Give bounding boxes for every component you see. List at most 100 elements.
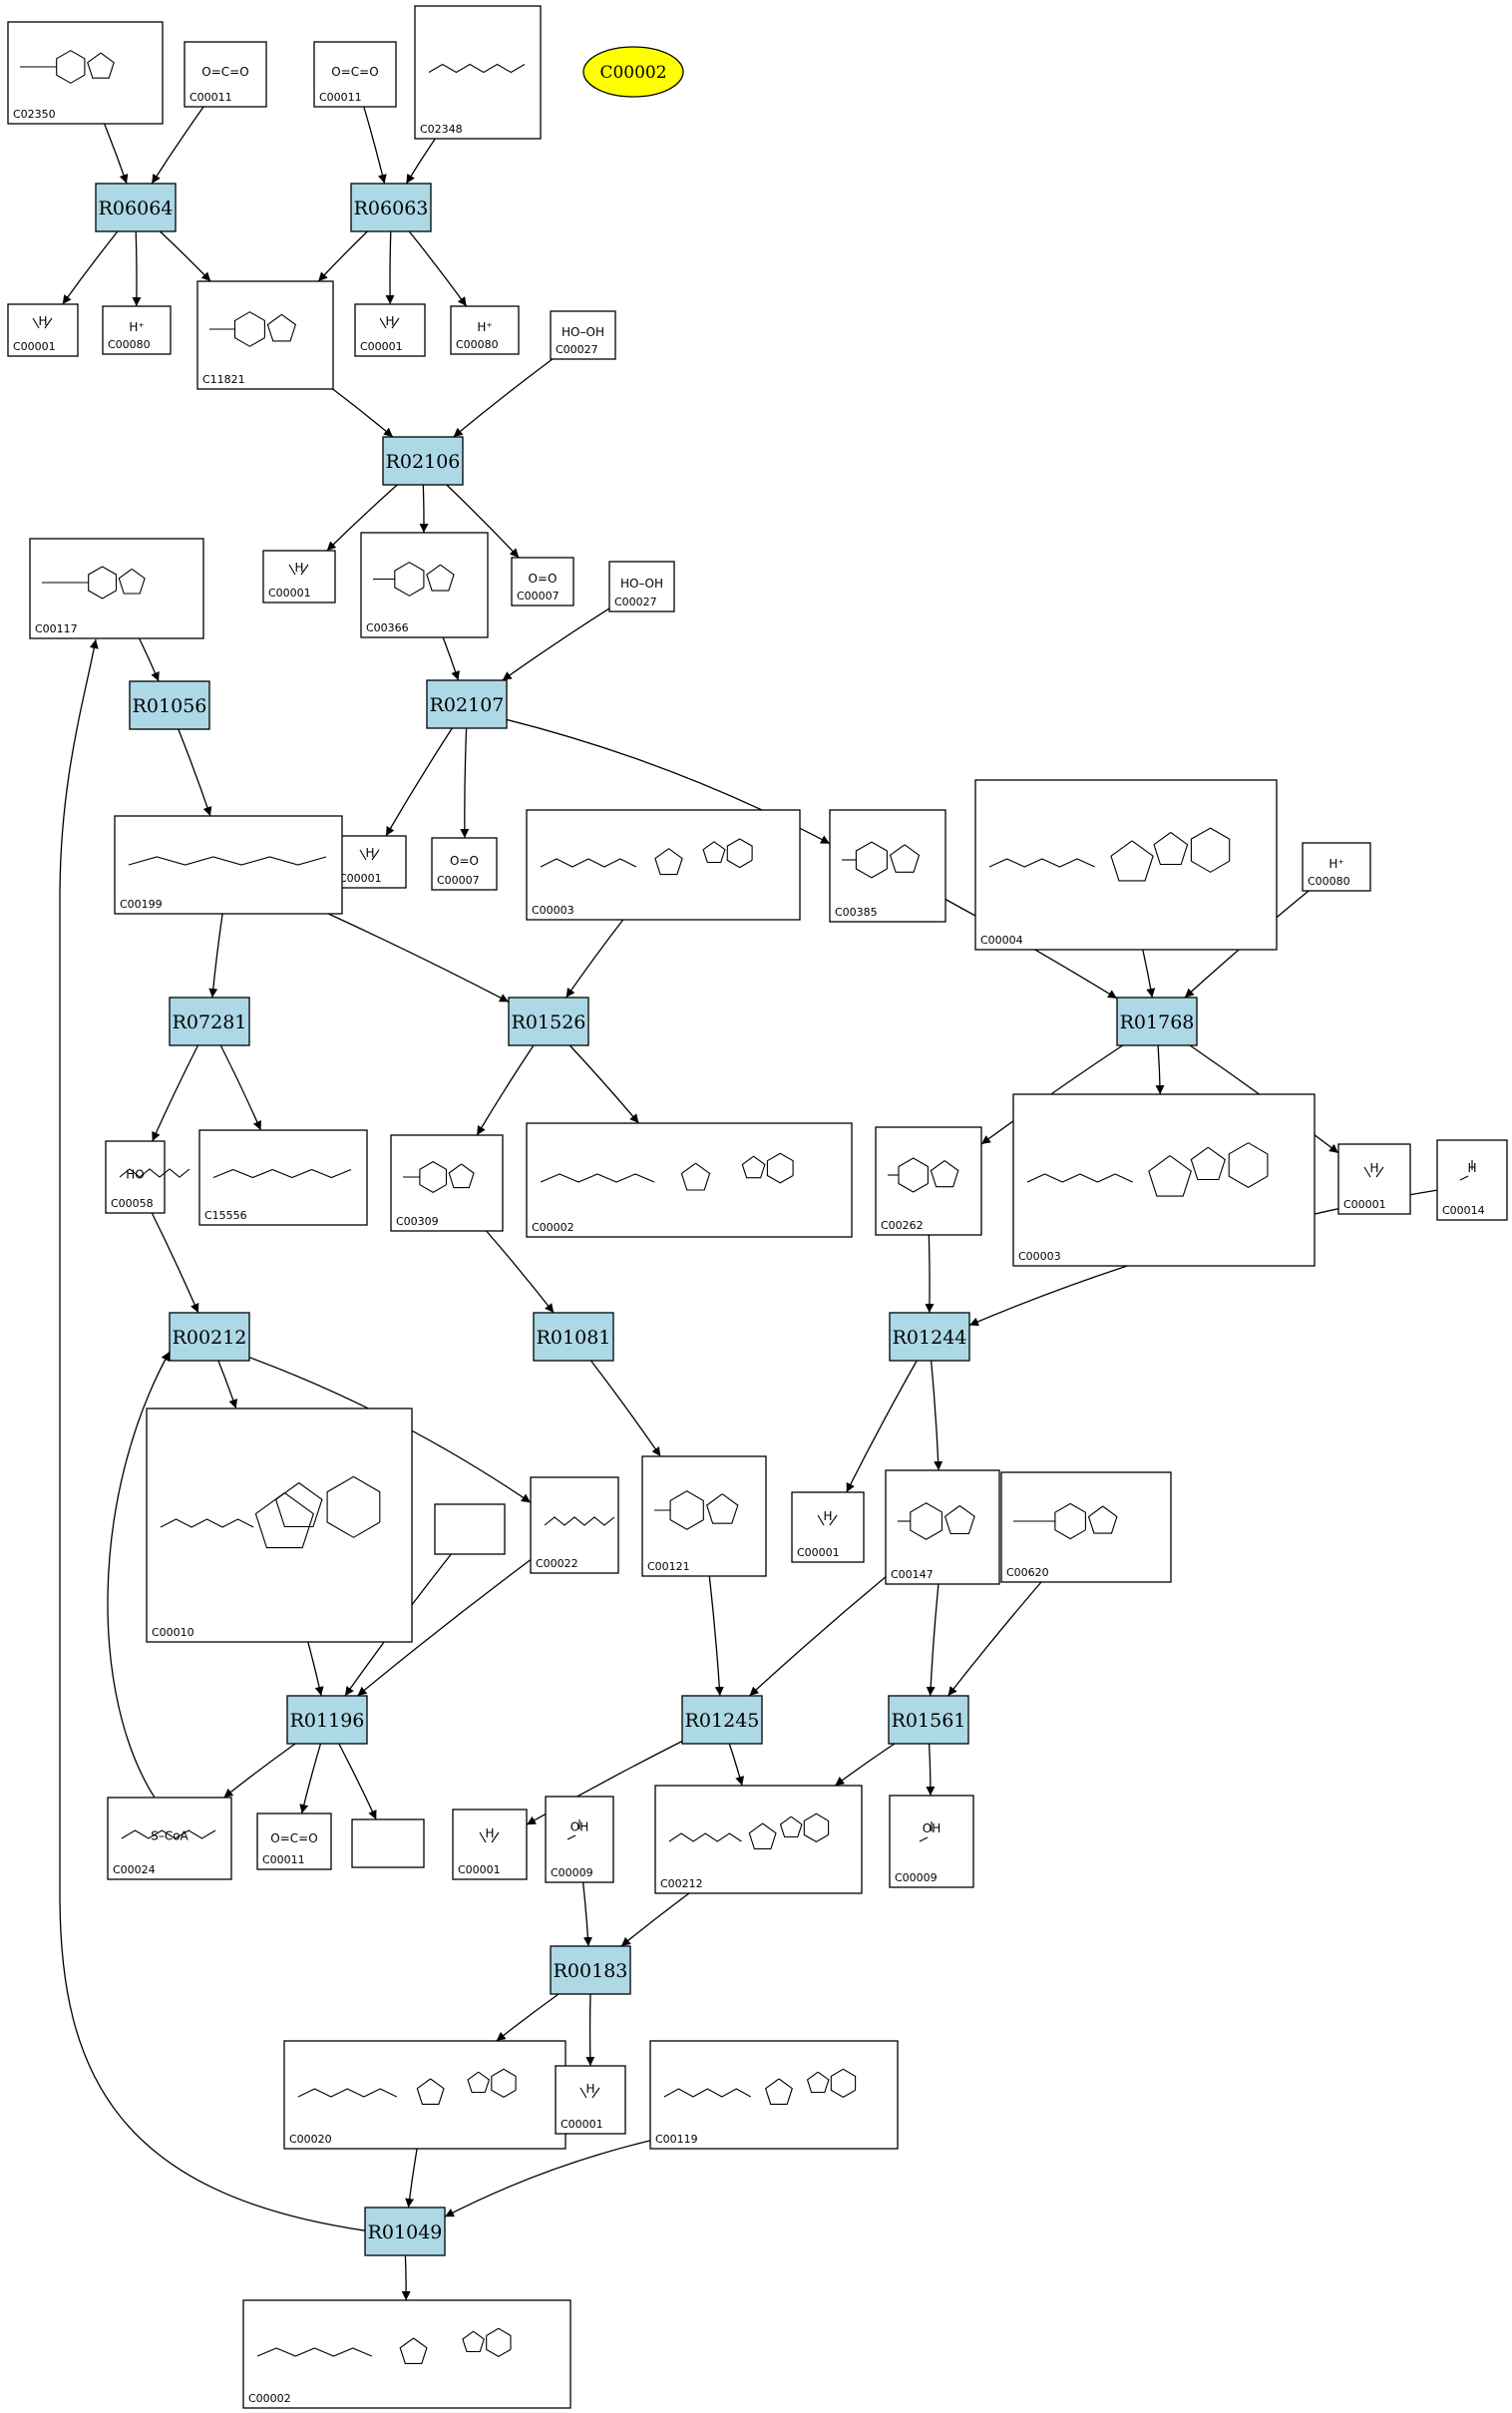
compound-code: C00002	[532, 1221, 574, 1234]
compound-c00262[interactable]: C00262	[875, 1126, 982, 1236]
compound-c00080b[interactable]: H⁺C00080	[450, 305, 520, 355]
compound-box	[974, 779, 1278, 951]
compound-c00212[interactable]: C00212	[654, 1785, 863, 1894]
compound-cblank1[interactable]	[434, 1503, 506, 1555]
compound-c02348[interactable]: C02348	[414, 5, 542, 140]
reaction-r00212[interactable]: R00212	[169, 1312, 250, 1362]
compound-c00002b[interactable]: C00002	[242, 2299, 571, 2409]
reaction-label: R02107	[430, 694, 505, 716]
compound-code: C00212	[660, 1877, 703, 1890]
reaction-label: R01056	[133, 695, 207, 717]
compound-c00022[interactable]: C00022	[530, 1476, 619, 1574]
reaction-label: R01526	[512, 1011, 586, 1033]
compound-c00620[interactable]: C00620	[1000, 1471, 1172, 1583]
reaction-r06064[interactable]: R06064	[95, 183, 177, 232]
compound-c00117[interactable]: C00117	[29, 538, 204, 639]
structure-ring	[1013, 1502, 1118, 1540]
reaction-r01056[interactable]: R01056	[129, 680, 210, 730]
compound-c00010[interactable]: C00010	[146, 1408, 413, 1643]
structure-chain	[212, 1168, 352, 1179]
compound-box	[431, 837, 498, 891]
compound-formula: HO–OH	[620, 577, 663, 591]
reaction-r07281[interactable]: R07281	[169, 997, 250, 1046]
compound-c00121[interactable]: C00121	[641, 1455, 767, 1577]
compound-c00199[interactable]: C00199	[114, 815, 343, 915]
compound-code: C00117	[35, 622, 78, 635]
reaction-r01768[interactable]: R01768	[1116, 997, 1198, 1046]
compound-code: C00011	[189, 91, 232, 104]
compound-c00119[interactable]: C00119	[649, 2040, 899, 2150]
compound-c00004[interactable]: C00004	[974, 779, 1278, 951]
compound-c15556[interactable]: C15556	[198, 1129, 368, 1226]
compound-box	[351, 1818, 425, 1868]
reaction-r01081[interactable]: R01081	[533, 1312, 614, 1362]
compound-code: C00007	[437, 874, 480, 887]
compound-cblank2[interactable]	[351, 1818, 425, 1868]
edge-r01244-c00001f	[846, 1360, 918, 1493]
compound-code: C15556	[204, 1209, 247, 1222]
compound-box	[1436, 1139, 1508, 1221]
compound-c00080c[interactable]: H⁺C00080	[1302, 842, 1371, 892]
compound-c00366[interactable]: C00366	[360, 532, 489, 638]
compound-formula: H	[585, 2082, 594, 2096]
compound-c11821[interactable]: C11821	[196, 280, 334, 390]
compound-box	[102, 305, 172, 355]
compound-formula: H⁺	[477, 320, 492, 334]
structure-chain	[128, 856, 327, 866]
edge-c11821-r02106	[332, 388, 394, 438]
reaction-label: R06063	[354, 198, 429, 219]
compound-c00147[interactable]: C00147	[885, 1469, 1000, 1585]
edge-c00199-r07281	[208, 913, 223, 999]
structure-nucleotide	[540, 1152, 794, 1191]
reaction-label: R01245	[685, 1710, 760, 1732]
reaction-r06063[interactable]: R06063	[350, 183, 432, 232]
compound-c00003b[interactable]: C00003	[1012, 1093, 1316, 1267]
reaction-r02106[interactable]: R02106	[382, 436, 464, 486]
highlight-ellipse[interactable]: C00002	[582, 46, 684, 98]
reaction-r00183[interactable]: R00183	[550, 1945, 631, 1995]
edge-r01526-c00309	[476, 1044, 535, 1136]
compound-code: C00011	[319, 91, 362, 104]
structure-nucleotide	[540, 838, 753, 876]
reaction-r01244[interactable]: R01244	[889, 1312, 970, 1362]
reaction-r02107[interactable]: R02107	[426, 679, 508, 729]
reaction-r01049[interactable]: R01049	[364, 2207, 446, 2256]
compound-code: C00003	[532, 904, 574, 917]
compound-c02350[interactable]: C02350	[7, 21, 164, 125]
reaction-r01245[interactable]: R01245	[681, 1695, 763, 1745]
compound-c00080a[interactable]: H⁺C00080	[102, 305, 172, 355]
structure-chain	[544, 1516, 615, 1526]
reaction-r01196[interactable]: R01196	[286, 1695, 368, 1745]
compound-box	[1012, 1093, 1316, 1267]
compound-box	[196, 280, 334, 390]
compound-c00385[interactable]: C00385	[829, 809, 946, 923]
compound-c00309[interactable]: C00309	[390, 1134, 504, 1232]
highlight-ellipse-label: C00002	[599, 63, 666, 83]
reaction-r01561[interactable]: R01561	[888, 1695, 969, 1745]
compound-c00003a[interactable]: C00003	[526, 809, 801, 921]
compound-c00002a[interactable]: C00002	[526, 1122, 853, 1238]
compound-c00020[interactable]: C00020	[283, 2040, 567, 2150]
compound-box	[184, 41, 267, 108]
reaction-r01526[interactable]: R01526	[508, 997, 589, 1046]
